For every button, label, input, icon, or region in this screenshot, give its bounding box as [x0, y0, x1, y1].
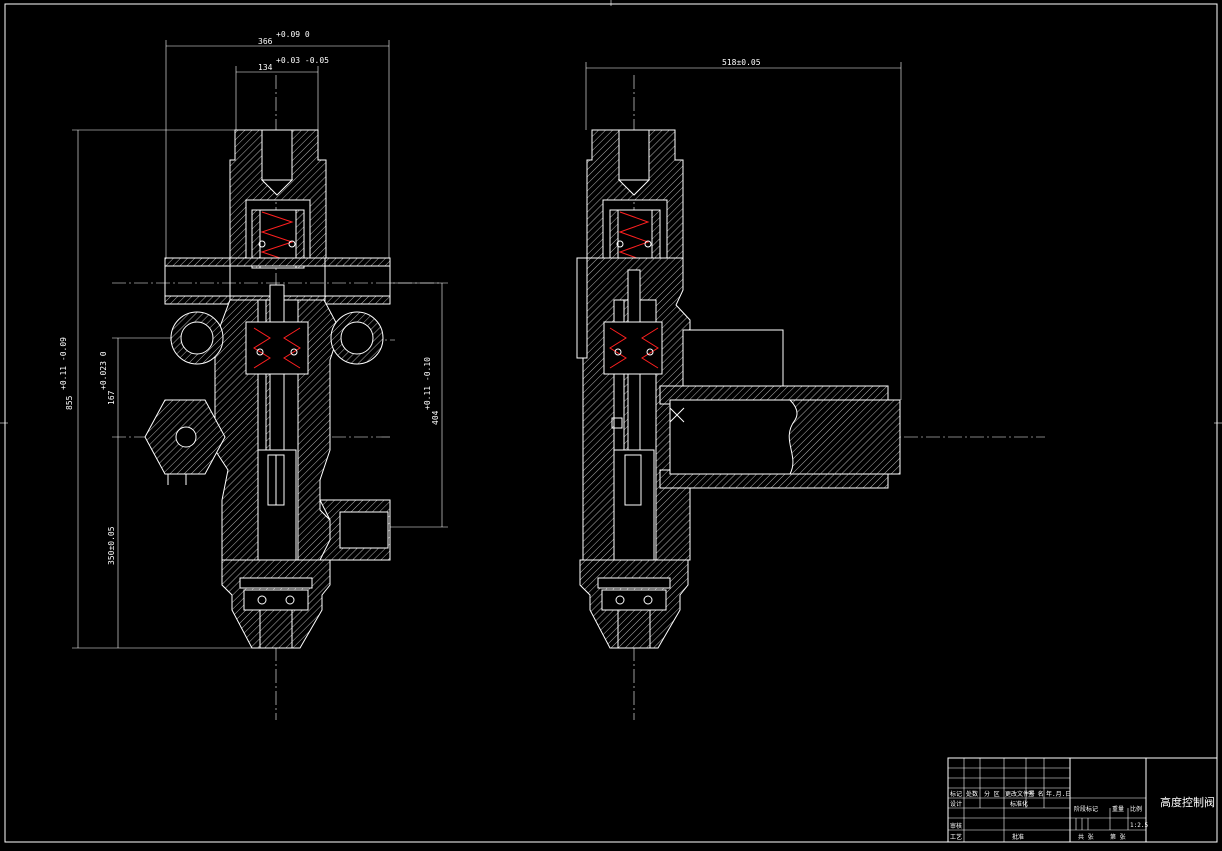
drawing-title: 高度控制阀: [1160, 795, 1215, 809]
tb-cell-15: 第 张: [1110, 833, 1126, 841]
dim-366: 366: [258, 37, 273, 46]
tb-cell-13: 比例: [1130, 805, 1142, 813]
dim-404: 404: [431, 410, 440, 425]
right-section-view: [576, 75, 1045, 720]
right-dimensions: 518±0.05: [585, 58, 902, 400]
tb-cell-0: 标记: [950, 790, 962, 798]
dim-167: 167: [107, 390, 116, 405]
dim-404-tol: +0.11 -0.10: [423, 357, 432, 410]
dim-167-tol: +0.023 0: [99, 351, 108, 390]
dim-855: 855: [65, 395, 74, 410]
tb-cell-7: 标准化: [1010, 800, 1028, 808]
dim-366-tol: +0.09 0: [276, 30, 310, 39]
tb-cell-9: 工艺: [950, 833, 962, 841]
dim-134: 134: [258, 63, 273, 72]
tb-cell-14: 共 张: [1078, 833, 1094, 841]
dim-855-tol: +0.11 -0.09: [59, 337, 68, 390]
dim-518: 518±0.05: [722, 58, 761, 67]
tb-cell-10: 批准: [1012, 833, 1024, 841]
tb-cell-6: 设计: [950, 800, 962, 808]
left-dimensions: 366 +0.09 0 134 +0.03 -0.05 855 +0.11 -0…: [59, 30, 448, 649]
tb-cell-2: 分 区: [984, 790, 1000, 798]
left-section-view: [112, 75, 440, 720]
tb-cell-3: 更改文件号: [1005, 790, 1035, 798]
dim-350: 350±0.05: [107, 526, 116, 565]
tb-cell-8: 审核: [950, 822, 962, 830]
tb-cell-5: 年.月.日: [1046, 790, 1071, 798]
tb-cell-11: 阶段标记: [1074, 805, 1098, 813]
title-block: 标记 处数 分 区 更改文件号 签 名 年.月.日 设计 标准化 审核 工艺 批…: [947, 757, 1218, 843]
tb-cell-4: 签 名: [1028, 790, 1044, 798]
tb-cell-12: 重量: [1112, 805, 1124, 813]
tb-scale: 1:2.5: [1130, 822, 1148, 829]
dim-134-tol: +0.03 -0.05: [276, 56, 329, 65]
tb-cell-1: 处数: [966, 790, 978, 798]
